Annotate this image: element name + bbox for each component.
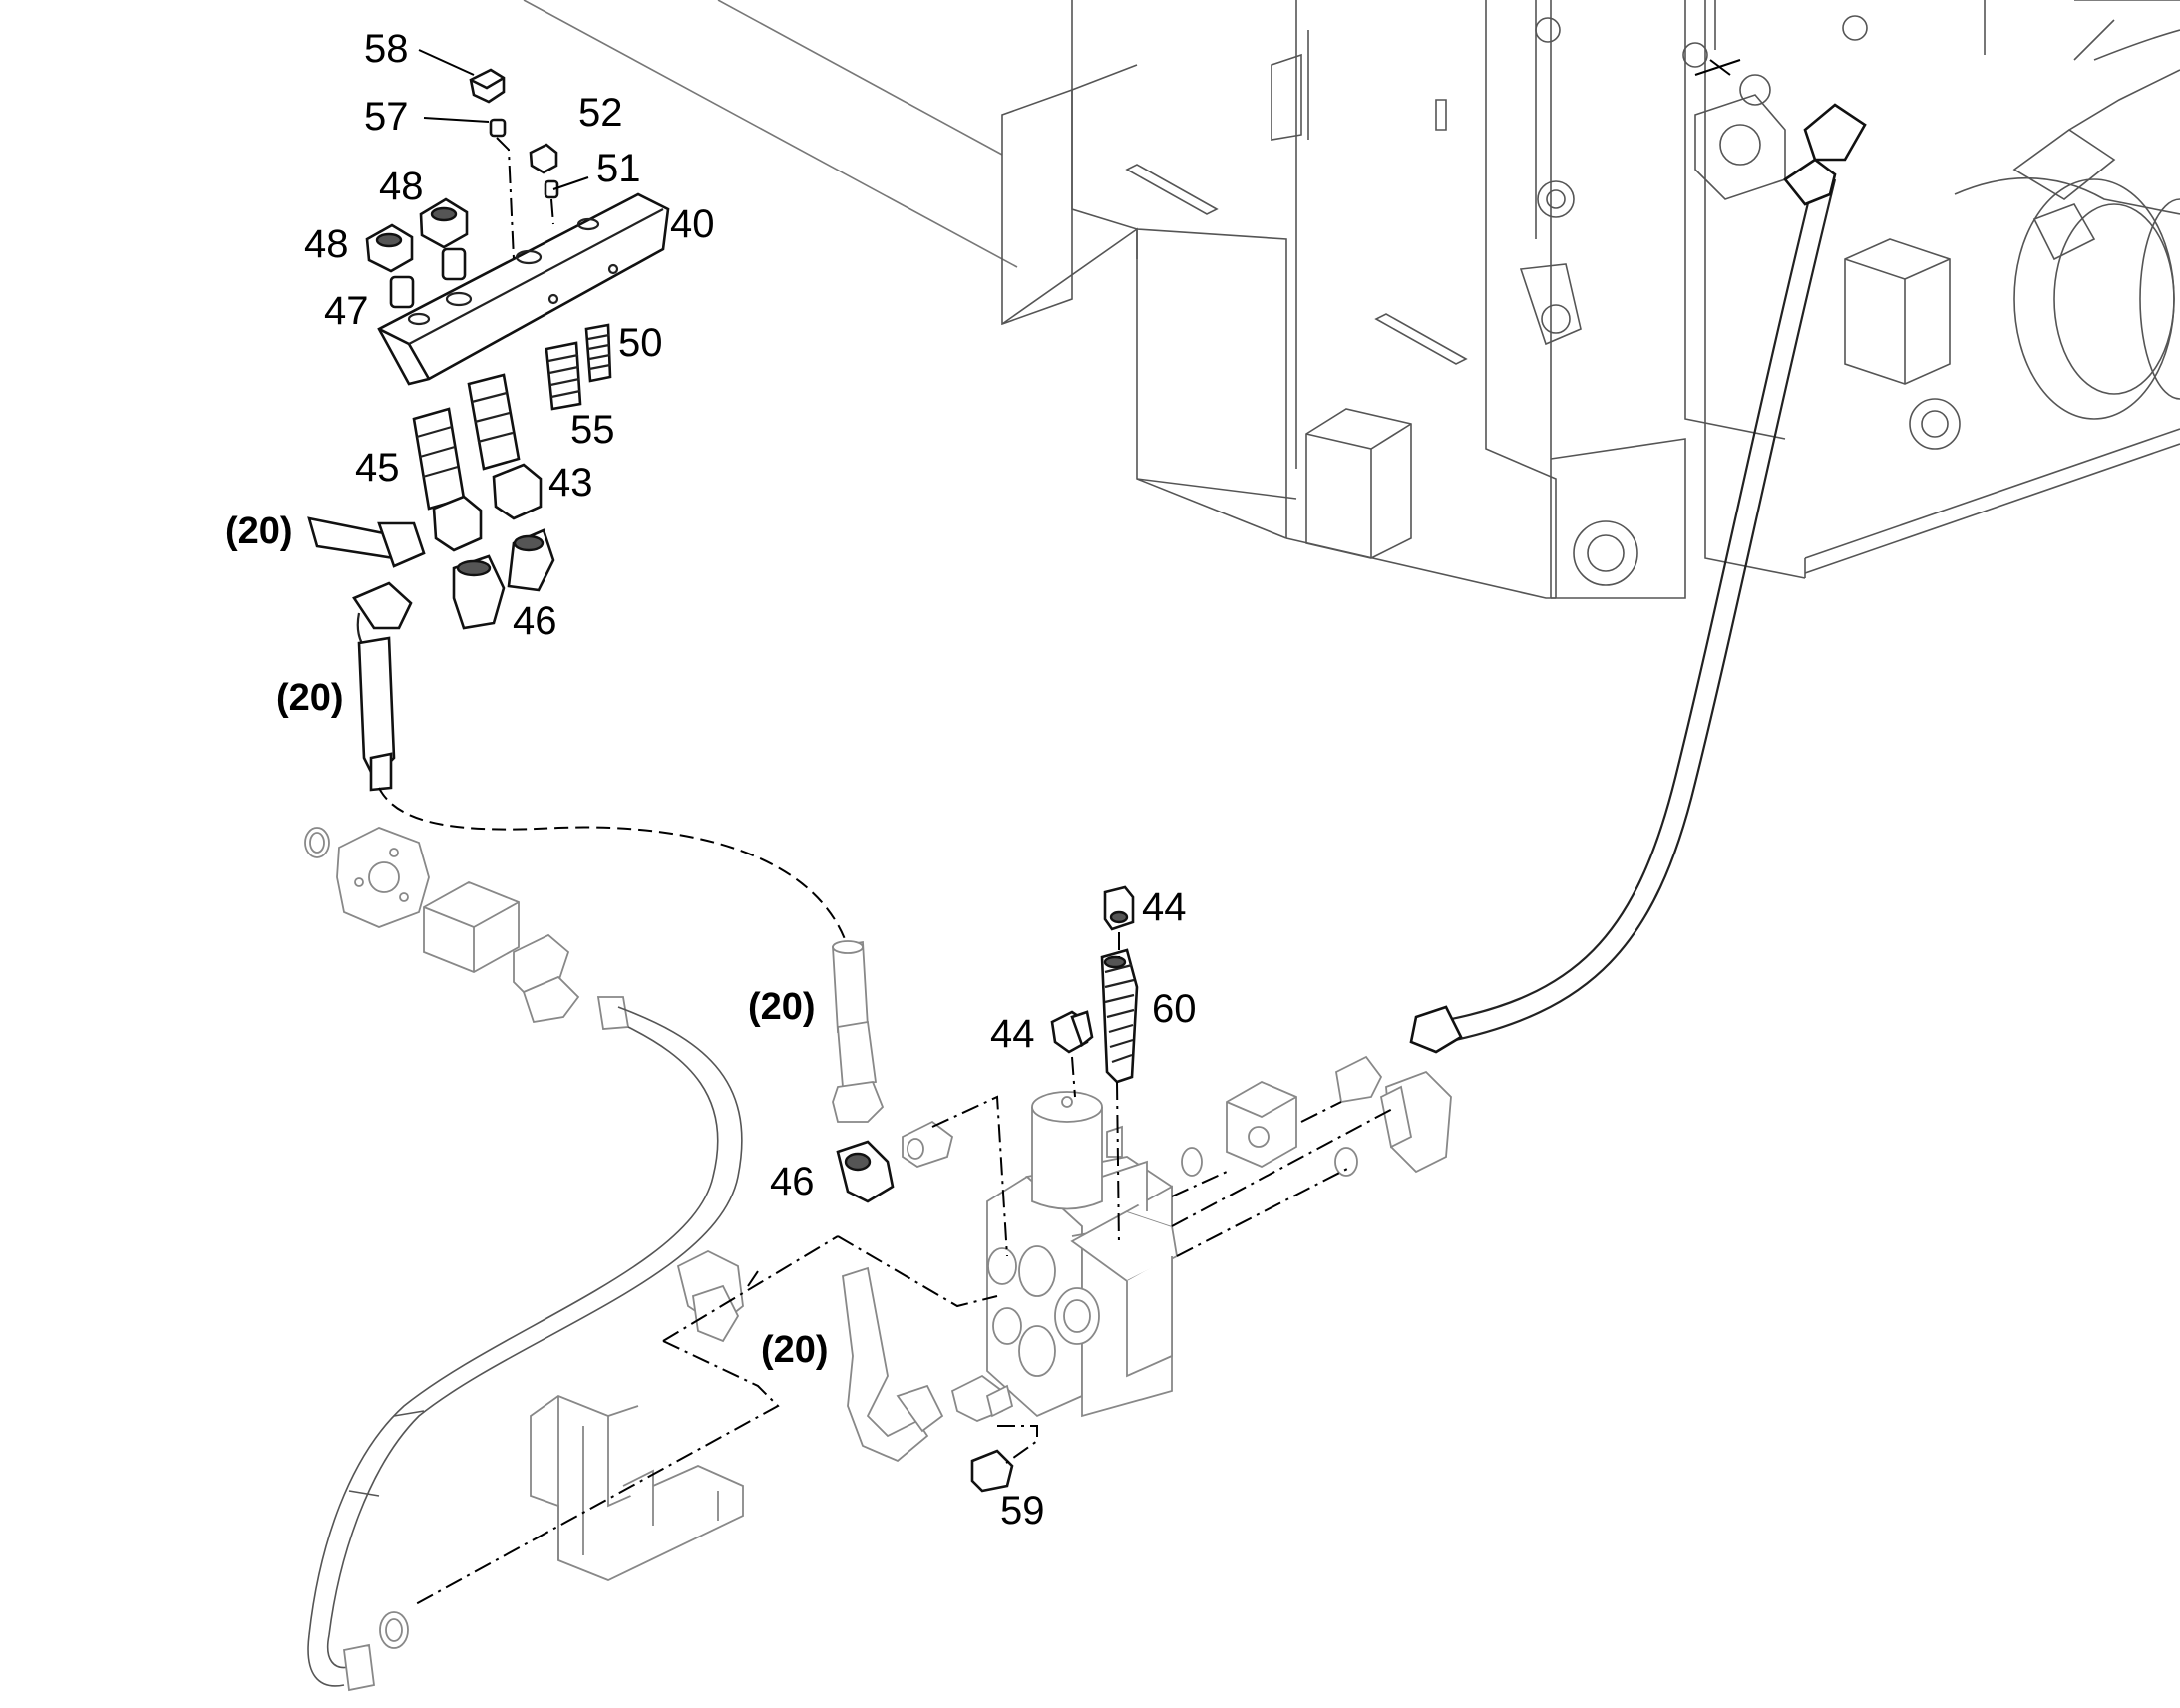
valve-hose-lower [842, 1266, 944, 1463]
hose-fitting-upper [832, 940, 885, 1123]
leader-lines [418, 49, 1741, 190]
callout-55: 55 [570, 408, 615, 452]
valve-block [986, 1091, 1178, 1418]
callout-20-center: (20) [748, 986, 816, 1028]
callout-51: 51 [596, 147, 641, 190]
mounting-bracket [530, 1394, 744, 1581]
left-hose-lower [307, 996, 743, 1692]
callout-44-top: 44 [1142, 885, 1187, 929]
machine-housing-background [523, 0, 2180, 599]
left-hose-upper [307, 516, 426, 792]
callout-20-left: (20) [276, 677, 344, 719]
callout-20-lower: (20) [761, 1329, 829, 1371]
callout-45: 45 [355, 446, 400, 490]
manifold-bar [377, 192, 670, 386]
manifold-hardware [365, 68, 612, 630]
valve-fittings [676, 885, 1452, 1493]
left-flange-group [304, 827, 580, 1024]
callout-48-lower: 48 [304, 222, 349, 266]
callout-40: 40 [670, 202, 715, 246]
callout-60: 60 [1152, 987, 1197, 1031]
callout-20-top-left: (20) [225, 511, 293, 552]
callout-57: 57 [364, 95, 409, 139]
callout-labels: 58 57 52 51 48 48 40 47 50 55 45 43 46 (… [225, 27, 1197, 1533]
callout-50: 50 [618, 321, 663, 365]
assembly-lines [413, 137, 1397, 1606]
callout-46-lower: 46 [770, 1160, 815, 1203]
callout-58: 58 [364, 27, 409, 71]
callout-52: 52 [578, 91, 623, 135]
callout-48-upper: 48 [379, 165, 424, 208]
callout-46-upper: 46 [513, 599, 557, 643]
callout-59: 59 [1000, 1489, 1045, 1533]
callout-43: 43 [548, 461, 593, 505]
callout-47: 47 [324, 289, 369, 333]
callout-44-left: 44 [990, 1012, 1035, 1056]
dashed-hose-route [378, 787, 849, 948]
long-hose-right [1409, 103, 1867, 1054]
